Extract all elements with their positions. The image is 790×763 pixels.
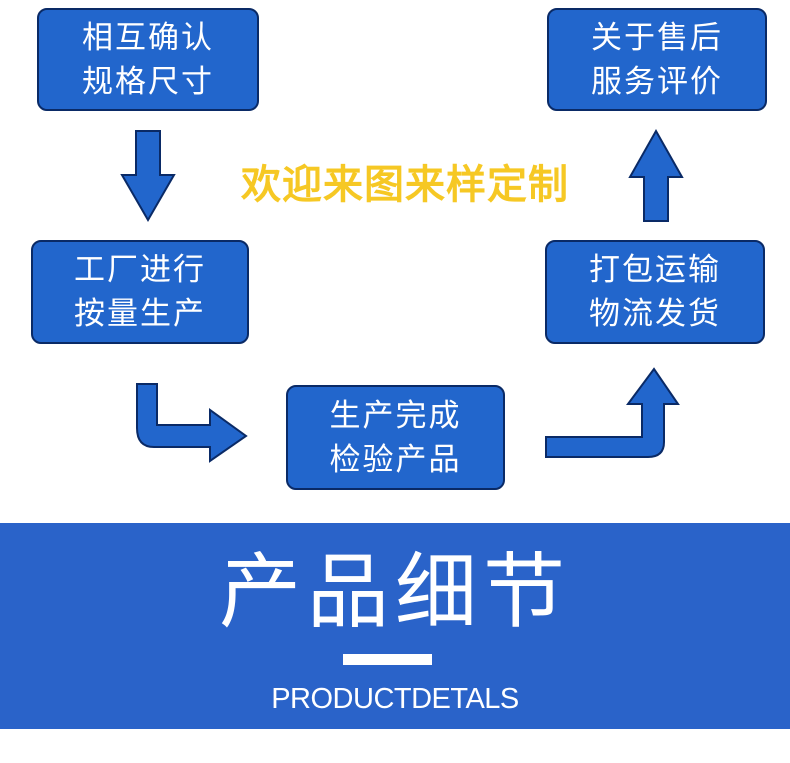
step-box-after-sales: 关于售后 服务评价 (547, 8, 767, 111)
step-label-line2: 检验产品 (329, 441, 462, 478)
flow-arrows (120, 128, 684, 463)
step-label-line2: 服务评价 (591, 63, 723, 100)
down-arrow-icon (120, 130, 176, 222)
banner-title: 产品细节 (218, 545, 571, 640)
up-arrow-icon (628, 128, 684, 222)
step-label-line1: 相互确认 (82, 19, 214, 56)
banner-subtitle: PRODUCTDETALS (271, 683, 519, 715)
product-details-banner (0, 523, 790, 729)
step-label-line1: 关于售后 (591, 19, 723, 56)
step-label-line2: 按量生产 (74, 296, 206, 332)
step-box-inspection: 生产完成 检验产品 (286, 385, 505, 490)
welcome-headline: 欢迎来图来样定制 (241, 162, 569, 208)
step-label-line2: 物流发货 (589, 296, 721, 332)
bent-arrow-right-icon (136, 383, 248, 463)
bent-arrow-up-icon (545, 367, 680, 458)
step-label-line1: 打包运输 (589, 252, 721, 288)
banner-divider (343, 654, 432, 665)
step-label-line2: 规格尺寸 (82, 63, 214, 100)
step-box-factory-production: 工厂进行 按量生产 (31, 240, 249, 344)
step-label-line1: 生产完成 (329, 397, 462, 434)
step-box-shipping: 打包运输 物流发货 (545, 240, 765, 344)
step-box-confirm-size: 相互确认 规格尺寸 (37, 8, 259, 111)
step-label-line1: 工厂进行 (74, 252, 206, 288)
